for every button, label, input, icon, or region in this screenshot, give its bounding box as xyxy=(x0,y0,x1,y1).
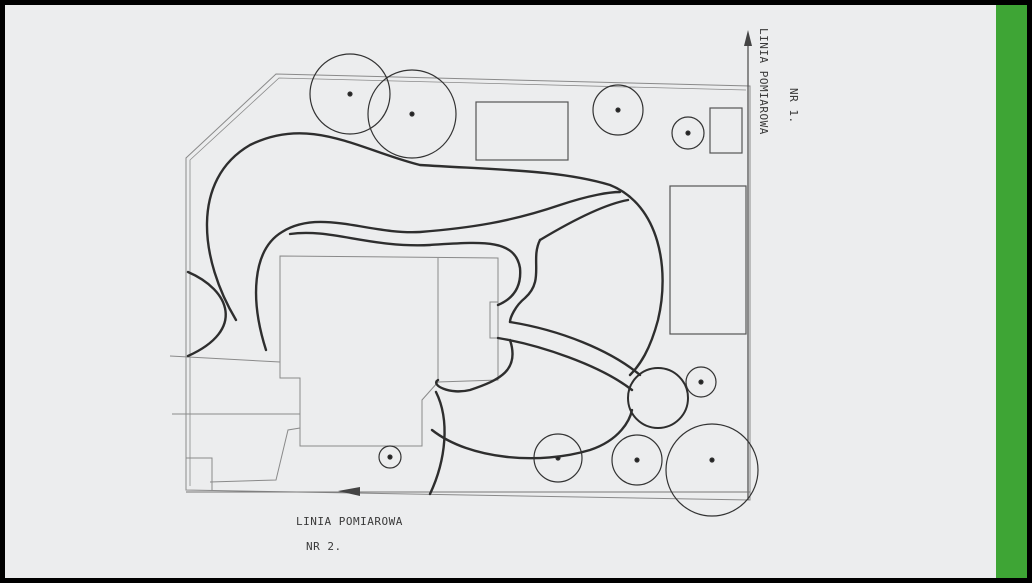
measurement-line-1 xyxy=(744,30,752,500)
measurement-line-2-number: NR 2. xyxy=(306,540,342,553)
tree xyxy=(611,434,663,486)
tree xyxy=(665,423,759,517)
tree xyxy=(671,116,705,150)
tree xyxy=(378,445,402,469)
tree xyxy=(533,433,583,483)
bed-top xyxy=(475,101,569,161)
tree xyxy=(685,366,717,398)
rectangular-beds xyxy=(475,101,747,335)
measurement-line-1-number: NR 1. xyxy=(787,88,800,124)
house-outline xyxy=(279,255,499,447)
measurement-line-1-title: LINIA POMIAROWA xyxy=(757,28,770,135)
trees xyxy=(309,53,759,517)
green-edge-strip xyxy=(996,5,1027,578)
bed-right xyxy=(669,185,747,335)
tree xyxy=(367,69,457,159)
garden-paths xyxy=(186,132,664,496)
plot-boundary xyxy=(185,73,751,501)
measurement-line-2 xyxy=(186,487,750,496)
tree xyxy=(592,84,644,136)
measurement-line-2-title: LINIA POMIAROWA xyxy=(296,515,403,528)
round-paved-area xyxy=(627,367,689,429)
small-structure xyxy=(709,107,743,154)
tree xyxy=(309,53,391,135)
